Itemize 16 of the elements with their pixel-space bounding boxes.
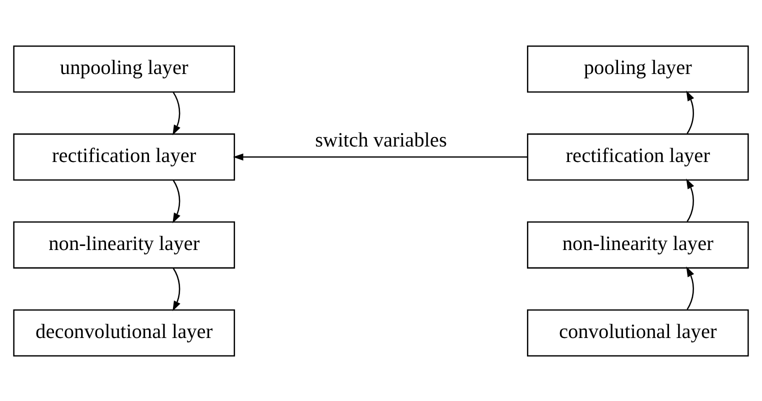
node-box: non-linearity layer [526, 220, 749, 268]
arrow [686, 90, 694, 134]
node-box: rectification layer [13, 132, 236, 180]
node-box: unpooling layer [13, 44, 236, 92]
arrow [172, 91, 180, 135]
node-box: pooling layer [526, 44, 749, 92]
arrow [686, 266, 694, 310]
arrow [172, 267, 180, 311]
node-box: deconvolutional layer [13, 308, 236, 356]
node-box: convolutional layer [526, 308, 749, 356]
arrow [233, 152, 528, 160]
arrow [172, 179, 180, 223]
node-box: non-linearity layer [13, 220, 236, 268]
arrow [686, 178, 694, 222]
edge-label: switch variables [315, 129, 447, 152]
node-box: rectification layer [526, 132, 749, 180]
